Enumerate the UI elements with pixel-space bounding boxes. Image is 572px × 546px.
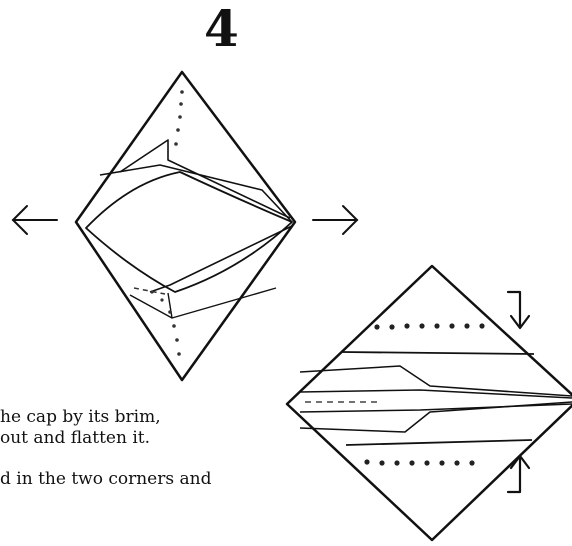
arrow-right-icon (312, 205, 359, 235)
flattened-band-top-flap (299, 365, 572, 397)
flattened-upper-fold (341, 351, 535, 355)
opened-cap-dotted-creases (150, 90, 184, 356)
instruction-line-1: he cap by its brim, (0, 407, 161, 427)
step-number: 4 (204, 0, 239, 58)
opened-cap-center-lens (85, 171, 293, 293)
flattened-outline (285, 264, 572, 542)
instruction-line-3: d in the two corners and (0, 469, 212, 489)
fold-up-arrow-icon (506, 454, 531, 494)
opened-cap-outline (74, 70, 297, 382)
opened-cap-figure (74, 70, 297, 382)
flattened-band-top (299, 389, 572, 399)
flattened-lower-fold (345, 439, 533, 446)
flattened-dotted-lines (364, 323, 485, 466)
instruction-line-2: out and flatten it. (0, 428, 151, 448)
flattened-band-bottom-flap (299, 401, 572, 433)
opened-cap-upper-flap-edge (99, 164, 293, 223)
opened-cap-upper-flap (119, 139, 291, 219)
fold-down-arrow-icon (506, 290, 531, 330)
flattened-figure (285, 264, 572, 542)
opened-cap-lower-edge (167, 292, 173, 319)
opened-cap-lower-flap (149, 225, 293, 293)
arrow-left-icon (11, 205, 58, 235)
